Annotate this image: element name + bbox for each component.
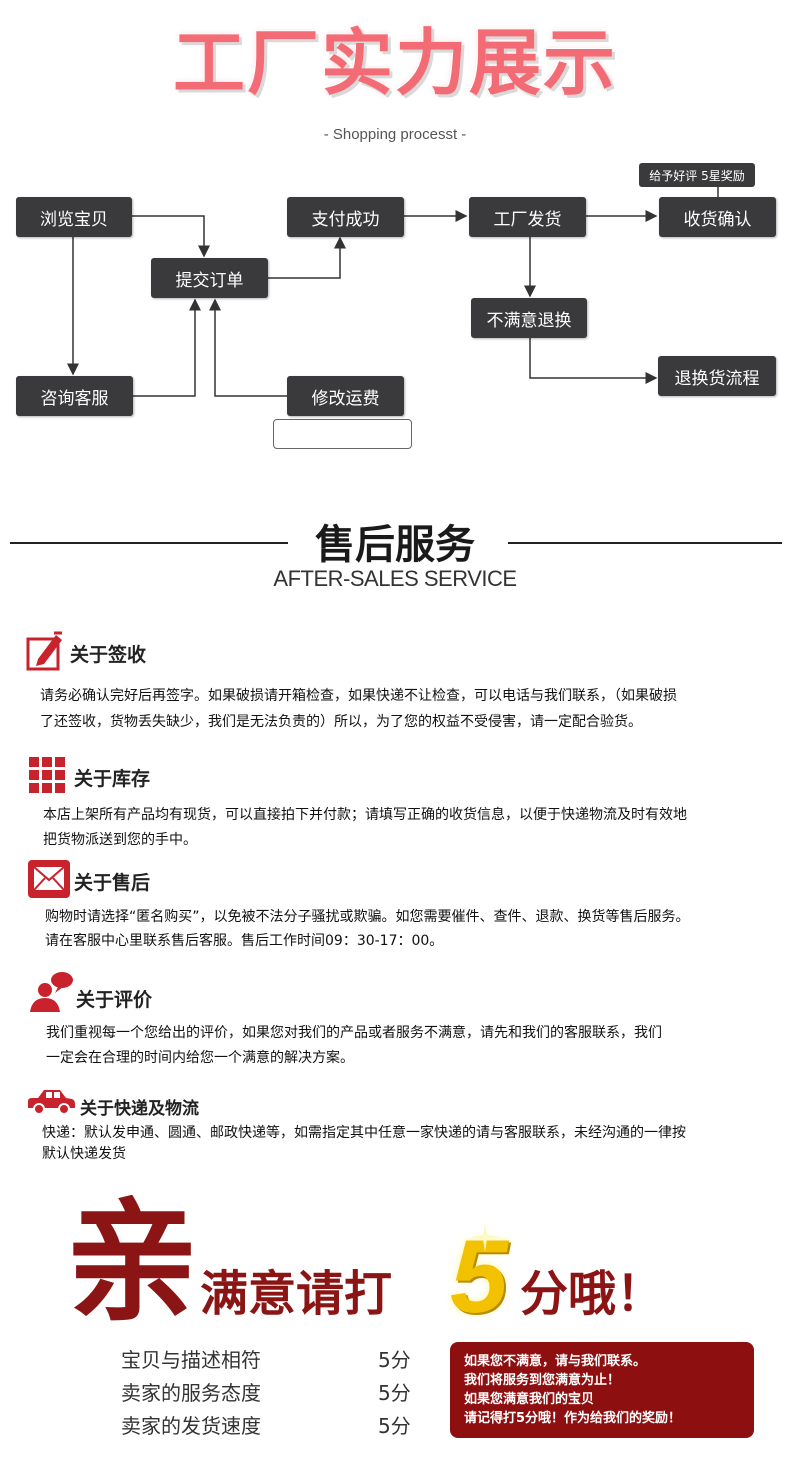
outline-box: [273, 419, 412, 449]
section-text-delivery-1: 快递：默认发申通、圆通、邮政快递等，如需指定其中任意一家快递的请与客服联系，未经…: [42, 1125, 686, 1141]
rating-qin: 亲: [66, 1185, 198, 1340]
divider-right: [508, 542, 782, 544]
flow-step-confirm-receipt: 收货确认: [659, 197, 776, 237]
section-text-sign-1: 请务必确认完好后再签字。如果破损请开箱检查，如果快递不让检查，可以电话与我们联系…: [40, 688, 677, 704]
score-label-2: 卖家的服务态度: [121, 1381, 261, 1405]
panel-line-2: 我们将服务到您满意为止！: [464, 1373, 621, 1388]
section-text-stock-2: 把货物派送到您的手中。: [43, 832, 197, 848]
score-value-3: 5分: [378, 1414, 411, 1438]
score-value-1: 5分: [378, 1348, 411, 1372]
section-text-delivery-2: 默认快递发货: [42, 1146, 126, 1162]
envelope-icon: [28, 860, 70, 898]
edit-pen-icon: [26, 631, 62, 671]
section-text-sign-2: 了还签收，货物丢失缺少，我们是无法负责的）所以，为了您的权益不受侵害，请一定配合…: [40, 714, 642, 730]
flow-step-submit-order: 提交订单: [151, 258, 268, 298]
section-title-stock: 关于库存: [74, 768, 151, 790]
user-comment-icon: [30, 972, 73, 1012]
flow-step-factory-ship: 工厂发货: [469, 197, 586, 237]
flow-step-pay-success: 支付成功: [287, 197, 404, 237]
after-sales-title: 售后服务: [315, 522, 475, 568]
flow-step-browse: 浏览宝贝: [16, 197, 132, 237]
flow-step-unsatisfied-return: 不满意退换: [471, 298, 587, 338]
panel-line-1: 如果您不满意，请与我们联系。: [464, 1354, 647, 1369]
flow-step-modify-freight: 修改运费: [287, 376, 404, 416]
flow-step-consult-service: 咨询客服: [16, 376, 133, 416]
score-label-3: 卖家的发货速度: [121, 1414, 261, 1438]
section-text-service-2: 请在客服中心里联系售后客服。售后工作时间09：30-17：00。: [45, 933, 444, 949]
panel-line-3: 如果您满意我们的宝贝: [464, 1392, 595, 1407]
divider-left: [10, 542, 288, 544]
car-icon: [28, 1090, 75, 1115]
section-title-service: 关于售后: [74, 872, 151, 894]
good-review-tag: 给予好评 5星奖励: [639, 163, 755, 187]
section-text-review-1: 我们重视每一个您给出的评价，如果您对我们的产品或者服务不满意，请先和我们的客服联…: [46, 1025, 662, 1041]
rating-five: 5: [450, 1219, 508, 1335]
section-title-delivery: 关于快递及物流: [80, 1099, 199, 1119]
score-value-2: 5分: [378, 1381, 411, 1405]
score-label-1: 宝贝与描述相符: [121, 1348, 261, 1372]
section-title-sign: 关于签收: [70, 644, 147, 666]
panel-line-4: 请记得打5分哦！作为给我们的奖励！: [464, 1411, 682, 1426]
page-title: 工厂实力展示: [172, 21, 617, 105]
section-title-review: 关于评价: [76, 989, 153, 1011]
after-sales-subtitle: AFTER-SALES SERVICE: [273, 566, 517, 591]
flow-step-return-process: 退换货流程: [658, 356, 776, 396]
satisfaction-panel: 如果您不满意，请与我们联系。 我们将服务到您满意为止！ 如果您满意我们的宝贝 请…: [450, 1342, 754, 1438]
grid-icon: [29, 757, 65, 793]
section-text-stock-1: 本店上架所有产品均有现货，可以直接拍下并付款；请填写正确的收货信息，以便于快递物…: [43, 807, 687, 823]
section-text-review-2: 一定会在合理的时间内给您一个满意的解决方案。: [46, 1050, 354, 1066]
page-subtitle: - Shopping processt -: [323, 126, 467, 143]
rating-please-rate: 满意请打: [200, 1266, 393, 1322]
rating-suffix: 分哦！: [520, 1266, 665, 1322]
sparkle-icon: [470, 1222, 500, 1252]
flow-connectors: [67, 186, 719, 397]
section-text-service-1: 购物时请选择“匿名购买”，以免被不法分子骚扰或欺骗。如您需要催件、查件、退款、换…: [45, 909, 690, 925]
